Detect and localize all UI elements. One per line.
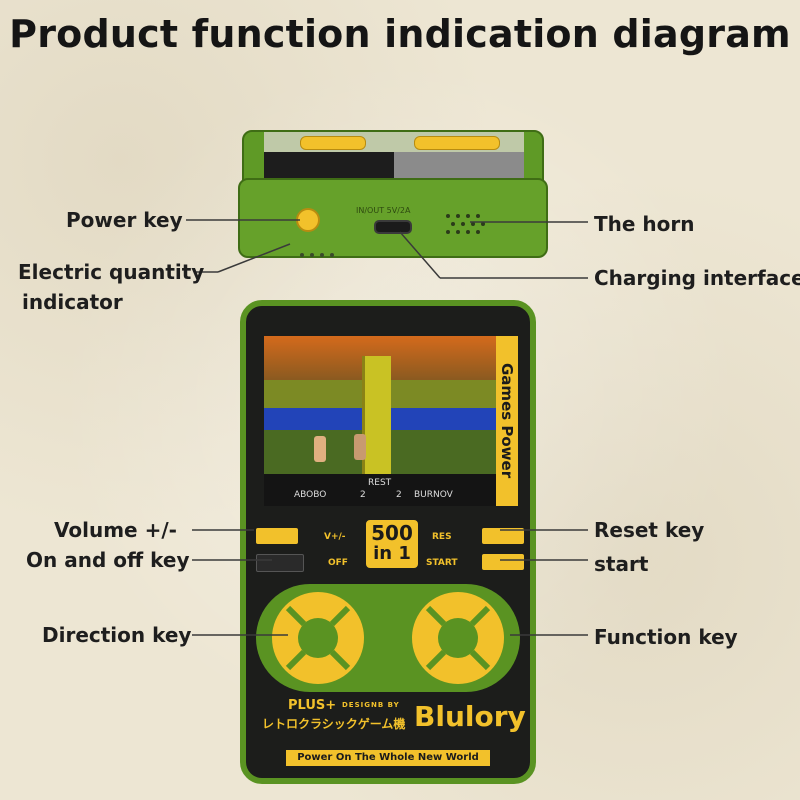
badge-suffix: in 1 xyxy=(373,543,411,564)
badge-number: 500 xyxy=(371,521,413,545)
designed-by-text: DESIGNB BY xyxy=(342,701,400,709)
label-electric-2: indicator xyxy=(22,290,123,314)
function-pad-icon[interactable] xyxy=(410,590,506,686)
label-electric-1: Electric quantity xyxy=(18,260,205,284)
on-off-switch[interactable] xyxy=(256,554,304,572)
charging-port[interactable] xyxy=(374,220,412,234)
hud-player-right: BURNOV xyxy=(414,490,453,500)
speaker-grille-icon xyxy=(446,212,496,236)
power-key-button[interactable] xyxy=(296,208,320,232)
label-charging: Charging interface xyxy=(594,266,800,290)
volume-text: V+/- xyxy=(324,532,346,542)
label-horn: The horn xyxy=(594,212,695,236)
fighter-sprite xyxy=(354,434,366,460)
battery-indicator-dots xyxy=(300,242,340,261)
console-top-edge xyxy=(238,178,548,258)
hud-player-left: ABOBO xyxy=(294,490,327,500)
console-top-view: IN/OUT 5V/2A xyxy=(238,130,548,261)
hud-score-1: 2 xyxy=(360,490,366,500)
hud-score-2: 2 xyxy=(396,490,402,500)
game-count-badge: 500 in 1 xyxy=(364,518,420,570)
top-pad-right xyxy=(414,136,500,150)
hud-center: REST xyxy=(368,478,392,488)
start-text: START xyxy=(426,558,458,568)
start-button[interactable] xyxy=(482,554,524,570)
res-text: RES xyxy=(432,532,452,542)
screen-banner: Games Power xyxy=(496,336,518,506)
off-text: OFF xyxy=(328,558,348,568)
console-front-view: ABOBO REST 2 2 BURNOV Games Power V+/- O… xyxy=(240,300,536,784)
label-on-off: On and off key xyxy=(26,548,190,572)
game-screen: ABOBO REST 2 2 BURNOV xyxy=(264,336,496,506)
page-title: Product function indication diagram xyxy=(9,12,791,56)
pad-area xyxy=(256,584,520,692)
top-pad-left xyxy=(300,136,366,150)
plus-text: PLUS+ xyxy=(288,698,337,713)
label-start: start xyxy=(594,552,649,576)
fighter-sprite xyxy=(314,436,326,462)
label-power-key: Power key xyxy=(66,208,183,232)
port-text: IN/OUT 5V/2A xyxy=(356,206,411,215)
direction-pad-icon[interactable] xyxy=(270,590,366,686)
label-reset: Reset key xyxy=(594,518,705,542)
volume-button[interactable] xyxy=(256,528,298,544)
label-volume: Volume +/- xyxy=(54,518,177,542)
label-direction: Direction key xyxy=(42,623,192,647)
brand-name: Blulory xyxy=(414,700,526,733)
label-function: Function key xyxy=(594,625,738,649)
reset-button[interactable] xyxy=(482,528,524,544)
game-pillar xyxy=(362,356,391,474)
japanese-text: レトロクラシックゲーム機 xyxy=(262,717,406,731)
tagline: Power On The Whole New World xyxy=(286,750,490,766)
game-hud: ABOBO REST 2 2 BURNOV xyxy=(264,474,496,506)
